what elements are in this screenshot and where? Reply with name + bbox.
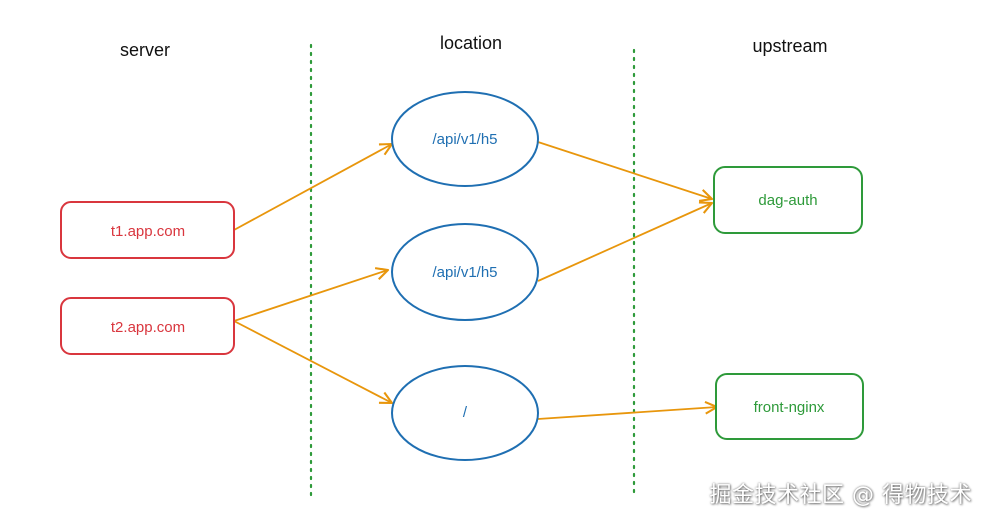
upstream-label-front-nginx: front-nginx: [754, 399, 825, 416]
header-server: server: [120, 40, 170, 60]
server-node-t2: t2.app.com: [60, 297, 235, 355]
header-upstream: upstream: [752, 36, 827, 56]
location-label-1: /api/v1/h5: [432, 131, 497, 148]
upstream-node-dag-auth: dag-auth: [713, 166, 863, 234]
location-label-2: /api/v1/h5: [432, 264, 497, 281]
location-node-2: /api/v1/h5: [391, 223, 539, 321]
edges: [233, 141, 719, 420]
edge-t1-loc1: [233, 142, 394, 231]
watermark-text: 掘金技术社区 @ 得物技术: [709, 483, 972, 508]
server-label-t2: t2.app.com: [111, 319, 185, 336]
edge-t2-loc2: [233, 267, 390, 322]
upstream-label-dag-auth: dag-auth: [758, 192, 817, 209]
location-label-3: /: [463, 404, 468, 421]
server-label-t1: t1.app.com: [111, 223, 185, 240]
upstream-node-front-nginx: front-nginx: [715, 373, 864, 440]
location-node-3: /: [391, 365, 539, 461]
edge-t2-loc3: [233, 320, 394, 405]
server-node-t1: t1.app.com: [60, 201, 235, 259]
location-node-1: /api/v1/h5: [391, 91, 539, 187]
header-location: location: [440, 33, 502, 53]
edge-loc3-front: [537, 400, 719, 420]
edge-loc2-dag: [537, 201, 714, 282]
edge-loc1-dag: [537, 141, 714, 202]
